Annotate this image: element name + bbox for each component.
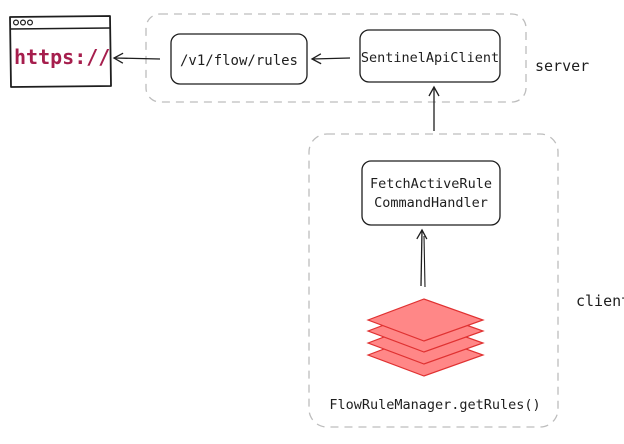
arrow-rules-to-handler-b — [423, 235, 426, 288]
rules-call-label: FlowRuleManager.getRules() — [329, 397, 540, 413]
server-group-label: server — [535, 57, 589, 75]
client-group-box — [308, 133, 559, 428]
handler-label-line1: FetchActiveRule — [370, 176, 492, 192]
arrow-apiclient-to-endpoint — [310, 53, 351, 65]
handler-label-line2: CommandHandler — [374, 195, 488, 211]
endpoint-box — [170, 33, 308, 85]
arrow-endpoint-to-browser — [112, 52, 161, 64]
api-client-box — [359, 29, 501, 83]
client-group-label: client — [576, 292, 624, 310]
api-client-label: SentinelApiClient — [361, 50, 499, 66]
browser-url-text: https:// — [14, 45, 110, 69]
handler-box — [361, 160, 501, 226]
endpoint-label: /v1/flow/rules — [180, 53, 298, 69]
browser-window-icon — [9, 15, 112, 88]
arrow-rules-to-handler-a — [416, 228, 428, 287]
server-group-box — [145, 13, 527, 103]
stacked-layers-icon — [366, 298, 485, 377]
